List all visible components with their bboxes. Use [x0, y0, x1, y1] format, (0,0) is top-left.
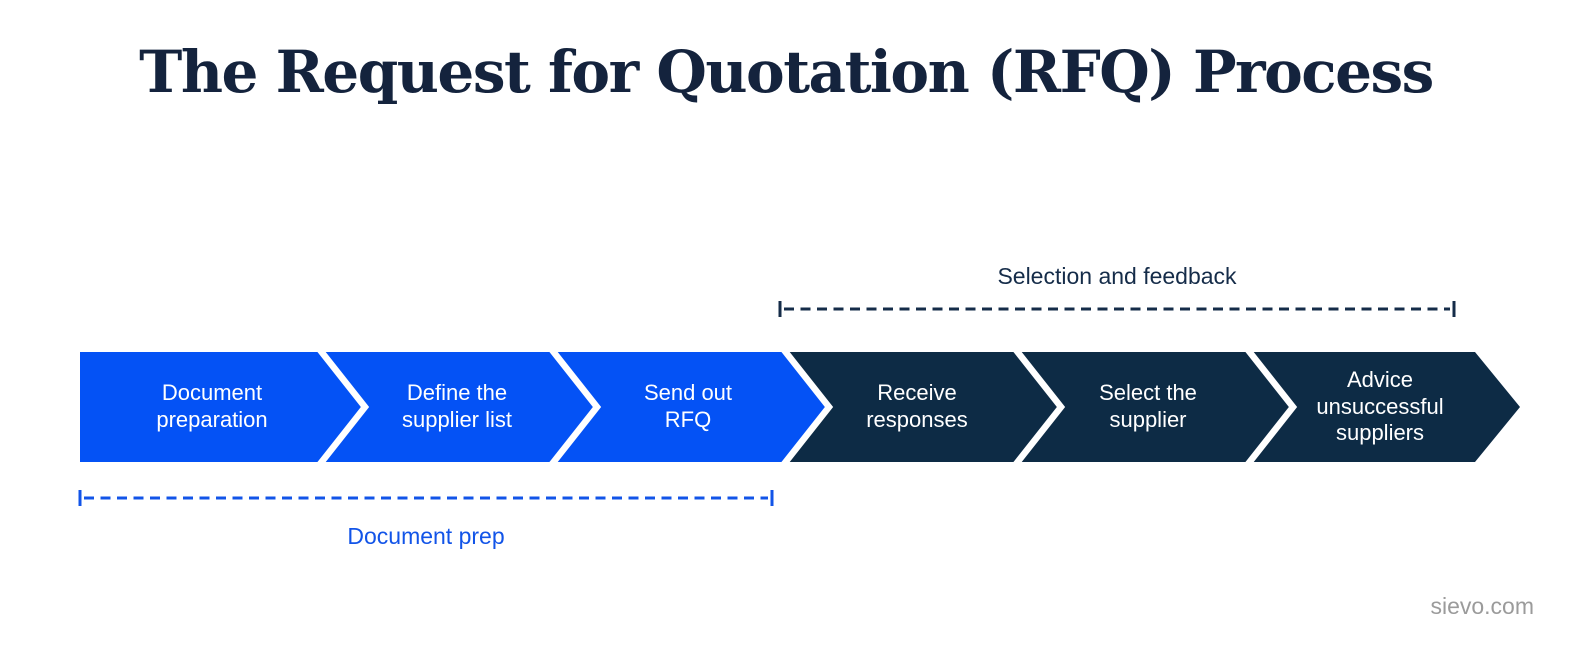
- chevron-separator: [781, 352, 834, 462]
- step-label-select-supplier: Select the supplier: [1099, 380, 1197, 432]
- selection-feedback-bracket-label: Selection and feedback: [997, 263, 1237, 289]
- step-label-receive-responses: Receive responses: [866, 380, 968, 432]
- step-label-send-out-rfq: Send out RFQ: [643, 380, 733, 432]
- chevron-separator: [549, 352, 602, 462]
- chevron-separator: [317, 352, 370, 462]
- document-prep-bracket-label: Document prep: [347, 523, 505, 549]
- page-title: The Request for Quotation (RFQ) Process: [139, 38, 1434, 106]
- step-label-define-supplier-list: Define the supplier list: [401, 380, 513, 432]
- selection-phase-shape: [784, 352, 1520, 462]
- step-label-document-preparation: Document preparation: [156, 380, 268, 432]
- document-prep-bracket: [78, 489, 774, 507]
- selection-feedback-bracket: [778, 300, 1456, 318]
- chevron-separator: [1245, 352, 1298, 462]
- step-label-advice-unsuccessful-suppliers: Advice unsuccessful suppliers: [1316, 366, 1444, 446]
- watermark: sievo.com: [1430, 593, 1534, 619]
- chevron-band: Document preparation Define the supplier…: [80, 352, 1520, 462]
- document-prep-phase-shape: [80, 352, 829, 462]
- chevron-separator: [1013, 352, 1066, 462]
